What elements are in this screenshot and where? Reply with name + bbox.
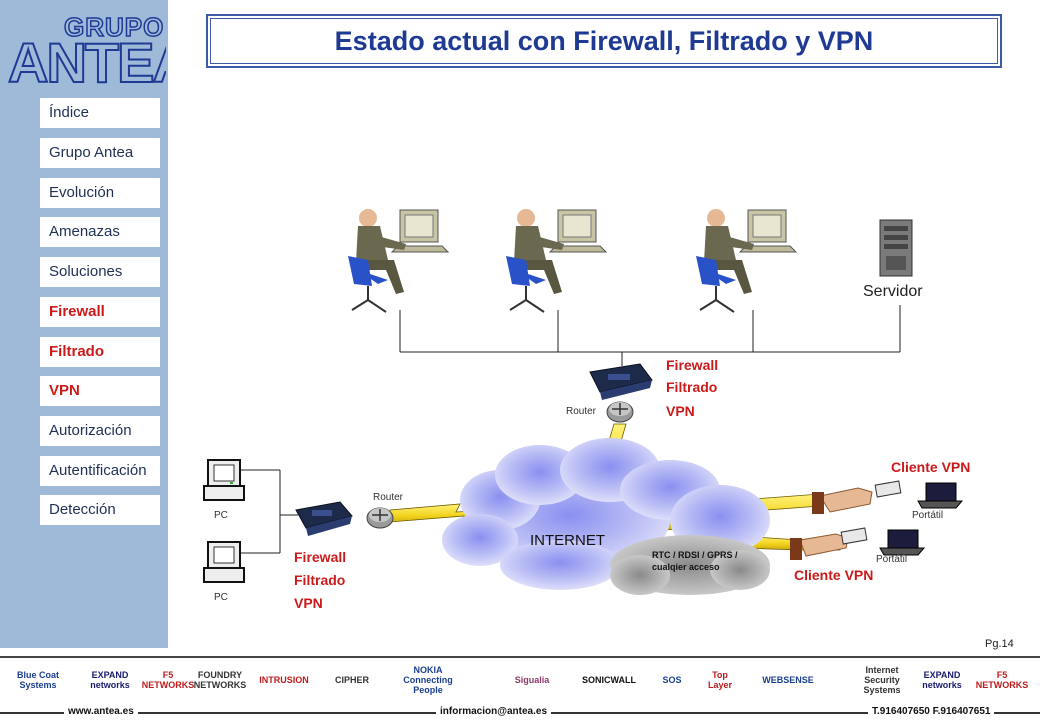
top-firewall-label-3: VPN bbox=[666, 403, 695, 419]
pc-label-2: PC bbox=[214, 592, 228, 603]
left-router-icon bbox=[366, 507, 394, 529]
nav-item-7[interactable]: VPN bbox=[40, 376, 160, 406]
partner-logo-6: NOKIA Connecting People bbox=[403, 665, 453, 695]
nav-item-4[interactable]: Soluciones bbox=[40, 257, 160, 287]
rtc-label-1: RTC / RDSI / GPRS / bbox=[652, 550, 738, 560]
left-firewall-label-2: Filtrado bbox=[294, 572, 345, 588]
top-firewall-label-1: Firewall bbox=[666, 357, 718, 373]
partner-logo-8: Sigualia bbox=[514, 675, 550, 685]
nav-item-2[interactable]: Evolución bbox=[40, 178, 160, 208]
server-icon bbox=[879, 219, 913, 277]
network-diagram: Servidor Router Firewall Filtrado VPN IN… bbox=[203, 209, 970, 611]
nav-item-8[interactable]: Autorización bbox=[40, 416, 160, 446]
left-router-label: Router bbox=[373, 492, 404, 503]
logo-text-antea: ANTEA bbox=[8, 31, 166, 90]
portatil-label-2: Portátil bbox=[876, 554, 907, 565]
vpn-client-hand-2-icon bbox=[790, 527, 868, 560]
nav-item-10[interactable]: Detección bbox=[40, 495, 160, 525]
server-label: Servidor bbox=[863, 283, 923, 300]
partner-logo-1: EXPAND networks bbox=[90, 670, 130, 690]
footer-phones: T.916407650 F.916407651 bbox=[868, 706, 995, 717]
left-firewall-device-icon bbox=[295, 501, 353, 536]
workstation-user-3 bbox=[696, 209, 798, 313]
partner-logo-5: CIPHER bbox=[334, 675, 369, 685]
portatil-label-1: Portátil bbox=[912, 510, 943, 521]
nav-item-9[interactable]: Autentificación bbox=[40, 456, 160, 486]
partner-logo-2: F5 NETWORKS bbox=[141, 670, 195, 690]
nav-item-6[interactable]: Filtrado bbox=[40, 337, 160, 367]
partner-logo-9: SONICWALL bbox=[582, 675, 636, 685]
client-vpn-label-2: Cliente VPN bbox=[794, 567, 873, 583]
partner-logo-10: SOS bbox=[662, 675, 682, 685]
left-firewall-label-3: VPN bbox=[294, 595, 323, 611]
partner-logo-3: FOUNDRY NETWORKS bbox=[193, 670, 247, 690]
workstation-user-2 bbox=[506, 209, 608, 313]
partner-logos: Blue Coat Systems EXPAND networks F5 NETWO… bbox=[0, 662, 1040, 702]
nav-item-0[interactable]: Índice bbox=[40, 98, 160, 128]
footer-bar: www.antea.es informacion@antea.es T.9164… bbox=[0, 704, 1040, 720]
workstation-user-1 bbox=[348, 209, 450, 313]
top-router-label: Router bbox=[566, 406, 597, 417]
page-title: Estado actual con Firewall, Filtrado y V… bbox=[206, 14, 1002, 68]
partner-logo-12: WEBSENSE bbox=[762, 675, 814, 685]
partner-logo-13: Internet Security Systems bbox=[863, 665, 901, 695]
footer-divider bbox=[0, 656, 1040, 658]
nav-item-5[interactable]: Firewall bbox=[40, 297, 160, 327]
internet-cloud-icon bbox=[442, 438, 770, 595]
laptop-1-icon bbox=[917, 482, 964, 509]
partner-logo-11: Top Layer bbox=[707, 670, 733, 690]
pc-icon-1 bbox=[203, 459, 245, 501]
footer-email[interactable]: informacion@antea.es bbox=[436, 706, 552, 717]
top-firewall-device-icon bbox=[589, 363, 653, 400]
top-firewall-label-2: Filtrado bbox=[666, 379, 717, 395]
pc-label-1: PC bbox=[214, 510, 228, 521]
pc-icon-2 bbox=[203, 541, 245, 583]
laptop-2-icon bbox=[879, 529, 926, 556]
antea-logo: GRUPO ANTEA bbox=[7, 11, 166, 90]
vpn-client-hand-1-icon bbox=[812, 480, 902, 514]
nav-item-1[interactable]: Grupo Antea bbox=[40, 138, 160, 168]
rtc-label-2: cualqier acceso bbox=[652, 562, 720, 572]
page-number: Pg.14 bbox=[985, 638, 1014, 650]
partner-logo-14: EXPAND networks bbox=[922, 670, 962, 690]
client-vpn-label-1: Cliente VPN bbox=[891, 459, 970, 475]
partner-logo-7 bbox=[466, 662, 496, 698]
partner-logo-15: F5 NETWORKS bbox=[975, 670, 1029, 690]
nav-item-3[interactable]: Amenazas bbox=[40, 217, 160, 247]
footer-website[interactable]: www.antea.es bbox=[64, 706, 138, 717]
left-firewall-label-1: Firewall bbox=[294, 549, 346, 565]
internet-label: INTERNET bbox=[530, 532, 605, 549]
partner-logo-4: INTRUSION bbox=[259, 675, 309, 685]
lan-lines bbox=[240, 305, 901, 554]
logo-text-grupo: GRUPO bbox=[64, 12, 164, 42]
partner-logo-0: Blue Coat Systems bbox=[16, 670, 59, 690]
top-router-icon bbox=[606, 401, 634, 423]
